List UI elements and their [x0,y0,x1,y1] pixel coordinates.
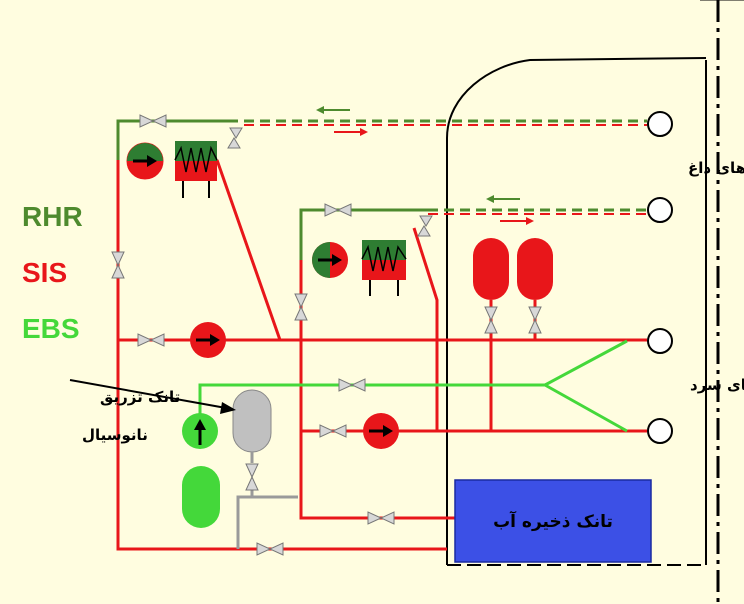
nanofluid-injection-tank [232,389,272,463]
flow-arrows [316,106,534,225]
rhr-pump-2 [312,242,348,278]
nanofluid-tank-label-line1: تانک تزریق [100,388,180,406]
valve-icon[interactable] [137,333,165,347]
valve-icon[interactable] [294,293,308,321]
sis-pump-2 [363,413,399,449]
gray-line [236,490,298,549]
sis-accumulators [473,238,553,300]
hot-leg-nozzle-icon [647,111,673,137]
valve-icon[interactable] [528,306,542,334]
ebs-pump [182,413,218,449]
nanofluid-tank-label-line2: نانوسیال [82,426,148,444]
rhr-pump-1 [126,142,164,180]
rhr-dashed-red-overlay [244,124,647,215]
hot-leg-nozzle-icon [647,197,673,223]
rhr-lines [116,119,647,260]
valve-icon[interactable] [338,378,366,392]
valve-icon[interactable] [139,114,167,128]
valve-icon[interactable] [245,463,259,491]
valve-icon[interactable] [324,203,352,217]
reactor-vessel [446,0,744,604]
water-storage-tank-label: تانک ذخیره آب [493,510,613,532]
legend: RHR SIS EBS [22,201,83,344]
cold-leg-nozzle-icon [647,328,673,354]
valve-icon[interactable] [256,542,284,556]
legend-ebs: EBS [22,313,80,344]
valve-icon[interactable] [484,306,498,334]
ebs-lines [198,339,628,433]
sis-pump-1 [190,322,226,358]
check-valve-icon[interactable] [227,127,243,149]
legend-sis: SIS [22,257,67,288]
legend-rhr: RHR [22,201,83,232]
pointer-arrow [69,379,236,414]
cold-legs-label: پایه‌های سرد [690,376,744,395]
cold-leg-nozzle-icon [647,418,673,444]
check-valve-icon[interactable] [417,215,433,237]
water-storage-tank: تانک ذخیره آب [454,479,652,563]
hot-legs-label: پایه‌های داغ [688,159,744,178]
ebs-tank [182,466,220,528]
valve-icon[interactable] [367,511,395,525]
heat-exchanger-1 [174,141,218,198]
valve-icon[interactable] [111,251,125,279]
heat-exchanger-2 [361,240,407,296]
valve-icon[interactable] [319,424,347,438]
nozzles [647,111,673,444]
